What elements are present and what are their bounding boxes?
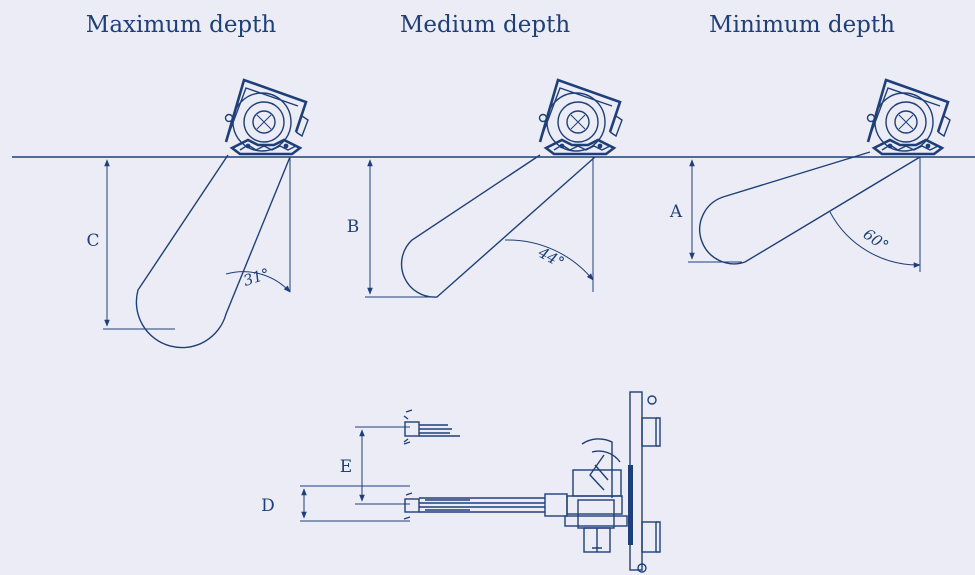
angle-31: 31° xyxy=(241,265,272,290)
max-depth-figure xyxy=(103,78,310,349)
label-c: C xyxy=(86,231,99,251)
angle-60: 60° xyxy=(860,225,892,255)
min-depth-figure xyxy=(688,78,952,272)
top-view-figure xyxy=(300,391,661,573)
title-min-depth: Minimum depth xyxy=(709,12,895,38)
label-e: E xyxy=(340,457,352,477)
title-max-depth: Maximum depth xyxy=(86,12,277,38)
angle-44: 44° xyxy=(534,243,567,272)
title-medium-depth: Medium depth xyxy=(400,12,570,38)
label-d: D xyxy=(261,496,275,516)
medium-depth-figure xyxy=(365,78,624,298)
label-b: B xyxy=(347,217,360,237)
label-a: A xyxy=(669,202,683,222)
